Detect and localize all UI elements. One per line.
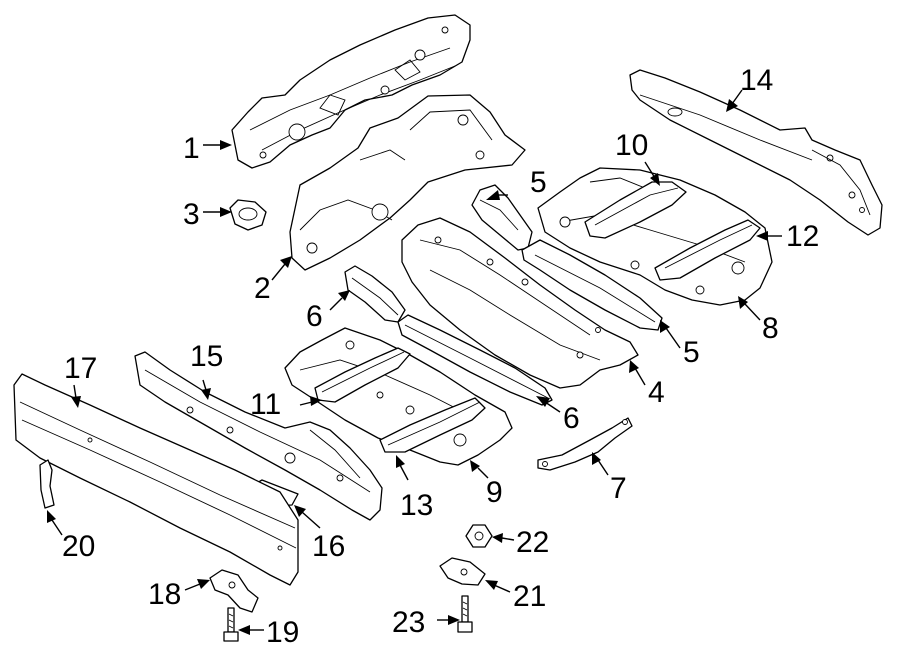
part-5-seat-rail-upper: [471, 184, 533, 251]
part-23-bolt: [457, 595, 473, 633]
part-3-grommet: [229, 199, 267, 231]
part-5-seat-rail-lower: [521, 239, 663, 331]
callout-5-upper: 5: [530, 166, 547, 199]
callout-20: 20: [62, 530, 95, 563]
part-21-bracket: [439, 557, 486, 586]
part-22-nut: [465, 524, 493, 548]
callout-4: 4: [648, 376, 665, 409]
part-12-crossmember: [654, 219, 761, 281]
callout-18: 18: [148, 578, 181, 611]
callout-8: 8: [762, 312, 779, 345]
callout-labels: 1 2 3 5 5 6 6 4 7 8 9 10 11 12 13 14 15 …: [62, 64, 819, 649]
callout-14: 14: [740, 64, 773, 97]
callout-3: 3: [183, 198, 200, 231]
callout-2: 2: [254, 272, 271, 305]
callout-12: 12: [786, 220, 819, 253]
part-2-front-floor: [289, 94, 526, 271]
callout-17: 17: [64, 352, 97, 385]
part-11-seat-crossmember: [314, 347, 411, 403]
callout-13: 13: [400, 489, 433, 522]
part-13-seat-crossmember: [379, 397, 486, 453]
callout-6-lower: 6: [563, 402, 580, 435]
callout-23: 23: [392, 606, 425, 639]
part-7-bracket: [537, 417, 633, 471]
callout-1: 1: [183, 132, 200, 165]
callout-22: 22: [516, 526, 549, 559]
callout-9: 9: [486, 476, 503, 509]
callout-10: 10: [615, 129, 648, 162]
part-1-dash-panel: [231, 14, 471, 169]
part-4-center-tunnel: [401, 217, 639, 389]
part-20-bracket: [39, 459, 55, 509]
callout-19: 19: [266, 616, 299, 649]
part-15-rocker-reinforcement: [134, 351, 383, 521]
callout-16: 16: [312, 530, 345, 563]
part-17-rocker-outer: [13, 373, 299, 586]
part-19-bolt: [223, 607, 239, 642]
part-14-rocker-reinforcement: [629, 69, 883, 236]
part-10-crossmember: [584, 181, 687, 239]
part-18-bracket: [209, 569, 259, 613]
callout-21: 21: [513, 580, 546, 613]
part-6-reinforcement-upper: [344, 265, 406, 323]
part-6-channel-lower: [397, 314, 553, 406]
callout-7: 7: [610, 472, 627, 505]
callout-6-upper: 6: [306, 300, 323, 333]
callout-5-lower: 5: [683, 336, 700, 369]
callout-15: 15: [190, 340, 223, 373]
callout-11: 11: [250, 388, 281, 421]
part-9-front-seat-floor: [284, 327, 513, 466]
leader-lines: [47, 89, 782, 635]
